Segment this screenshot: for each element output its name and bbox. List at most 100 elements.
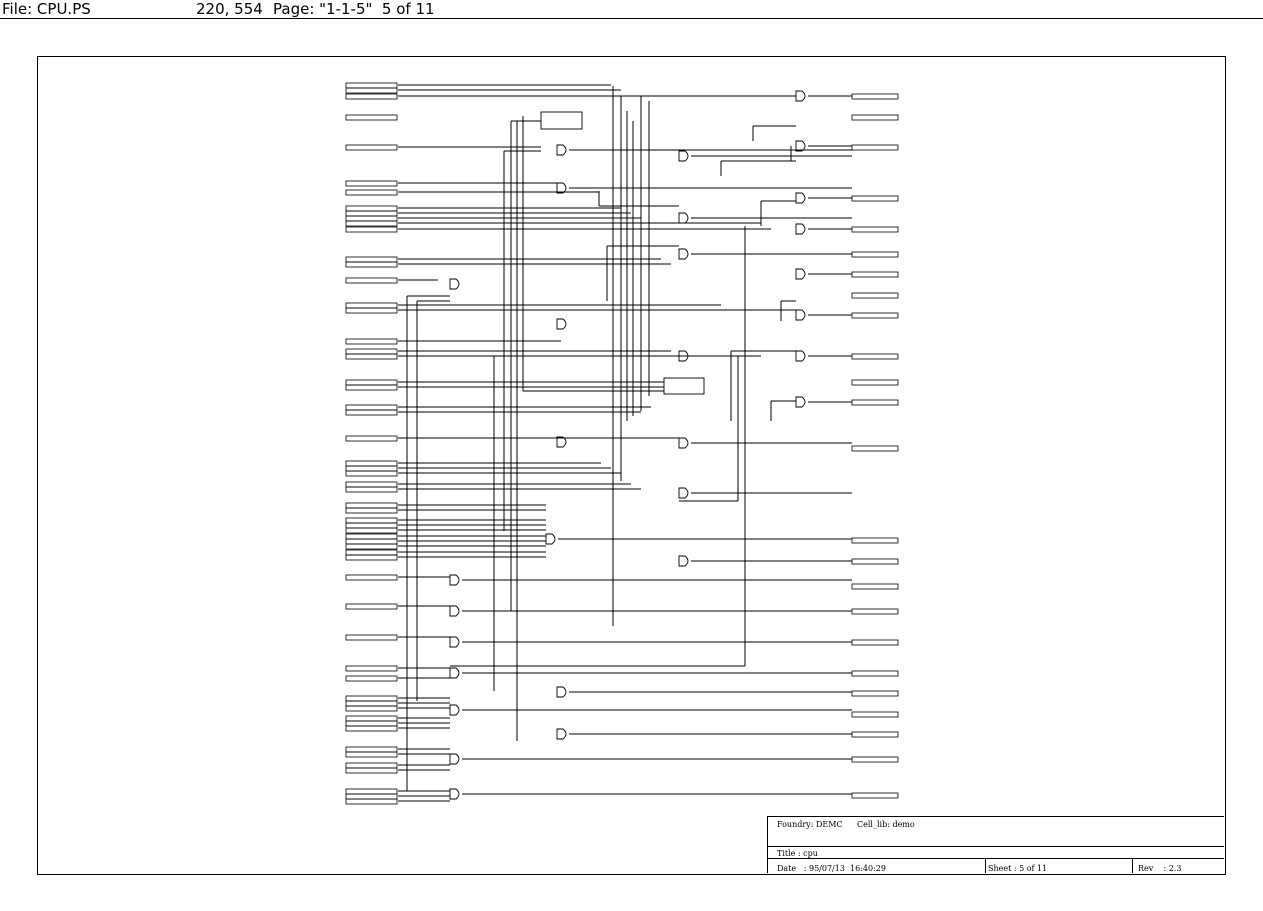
port-symbol: [345, 114, 398, 121]
revision-label: Rev : 2.3: [1138, 864, 1182, 873]
logic-gate-symbol: [795, 90, 806, 102]
logic-gate-symbol: [795, 350, 806, 362]
port-symbol: [345, 210, 398, 217]
port-symbol: [345, 180, 398, 187]
port-symbol: [345, 307, 398, 314]
port-symbol: [851, 114, 899, 121]
port-symbol: [345, 634, 398, 641]
port-symbol: [345, 793, 398, 800]
port-symbol: [345, 543, 398, 550]
port-symbol: [345, 788, 398, 795]
logic-gate-symbol: [678, 487, 689, 499]
register-block: [663, 377, 705, 395]
title-block-divider: [985, 858, 986, 873]
logic-gate-symbol: [556, 182, 567, 194]
port-symbol: [345, 144, 398, 151]
port-symbol: [851, 608, 899, 615]
port-symbol: [851, 226, 899, 233]
port-symbol: [345, 409, 398, 416]
logic-gate-symbol: [556, 318, 567, 330]
port-symbol: [345, 302, 398, 309]
logic-gate-symbol: [678, 212, 689, 224]
logic-gate-symbol: [795, 268, 806, 280]
port-symbol: [345, 574, 398, 581]
port-symbol: [345, 87, 398, 94]
foundry-label: Foundry: DEMC: [777, 820, 843, 829]
port-symbol: [345, 205, 398, 212]
port-symbol: [345, 379, 398, 386]
port-symbol: [851, 639, 899, 646]
register-block: [540, 111, 583, 130]
port-symbol: [851, 271, 899, 278]
port-symbol: [345, 715, 398, 722]
port-symbol: [345, 348, 398, 355]
logic-gate-symbol: [678, 150, 689, 162]
logic-gate-symbol: [678, 350, 689, 362]
port-symbol: [345, 470, 398, 477]
title-block-divider: [768, 858, 1224, 859]
port-symbol: [851, 445, 899, 452]
port-symbol: [851, 144, 899, 151]
port-symbol: [345, 767, 398, 774]
logic-gate-symbol: [556, 728, 567, 740]
port-symbol: [345, 751, 398, 758]
port-symbol: [851, 670, 899, 677]
port-symbol: [345, 486, 398, 493]
logic-gate-symbol: [449, 574, 460, 586]
port-symbol: [345, 675, 398, 682]
logic-gate-symbol: [449, 278, 460, 290]
page-indicator: Page: "1-1-5" 5 of 11: [273, 0, 435, 18]
cursor-coordinates: 220, 554: [196, 0, 263, 18]
port-symbol: [345, 549, 398, 556]
port-symbol: [851, 353, 899, 360]
port-symbol: [851, 711, 899, 718]
logic-gate-symbol: [556, 436, 567, 448]
viewer-status-bar: File: CPU.PS 220, 554 Page: "1-1-5" 5 of…: [0, 0, 1263, 19]
port-symbol: [345, 798, 398, 805]
logic-gate-symbol: [449, 636, 460, 648]
port-symbol: [345, 554, 398, 561]
port-symbol: [851, 690, 899, 697]
logic-gate-symbol: [449, 667, 460, 679]
port-symbol: [345, 82, 398, 89]
port-symbol: [851, 251, 899, 258]
title-block-divider: [1132, 858, 1133, 873]
schematic-sheet[interactable]: Foundry: DEMC Cell_lib: demo Title : cpu…: [37, 56, 1226, 875]
port-symbol: [345, 256, 398, 263]
port-symbol: [345, 404, 398, 411]
logic-gate-symbol: [556, 686, 567, 698]
port-symbol: [345, 226, 398, 233]
port-symbol: [345, 220, 398, 227]
port-symbol: [345, 603, 398, 610]
logic-gate-symbol: [795, 140, 806, 152]
port-symbol: [345, 762, 398, 769]
port-symbol: [345, 460, 398, 467]
port-symbol: [851, 731, 899, 738]
date-label: Date : 95/07/13 16:40:29: [777, 864, 886, 873]
port-symbol: [345, 720, 398, 727]
logic-gate-symbol: [449, 704, 460, 716]
port-symbol: [345, 481, 398, 488]
title-block: Foundry: DEMC Cell_lib: demo Title : cpu…: [767, 816, 1224, 873]
port-symbol: [345, 746, 398, 753]
logic-gate-symbol: [795, 223, 806, 235]
port-symbol: [345, 665, 398, 672]
port-symbol: [345, 538, 398, 545]
port-symbol: [345, 189, 398, 196]
port-symbol: [345, 384, 398, 391]
logic-gate-symbol: [795, 309, 806, 321]
port-symbol: [851, 93, 899, 100]
port-symbol: [345, 338, 398, 345]
port-symbol: [851, 792, 899, 799]
port-symbol: [345, 700, 398, 707]
title-block-divider: [768, 846, 1224, 847]
schematic-canvas[interactable]: [38, 57, 1225, 874]
title-label: Title : cpu: [777, 849, 818, 858]
port-symbol: [345, 522, 398, 529]
port-symbol: [851, 379, 899, 386]
port-symbol: [851, 195, 899, 202]
port-symbol: [345, 93, 398, 100]
port-symbol: [345, 261, 398, 268]
logic-gate-symbol: [449, 788, 460, 800]
file-label: File: CPU.PS: [2, 0, 91, 18]
